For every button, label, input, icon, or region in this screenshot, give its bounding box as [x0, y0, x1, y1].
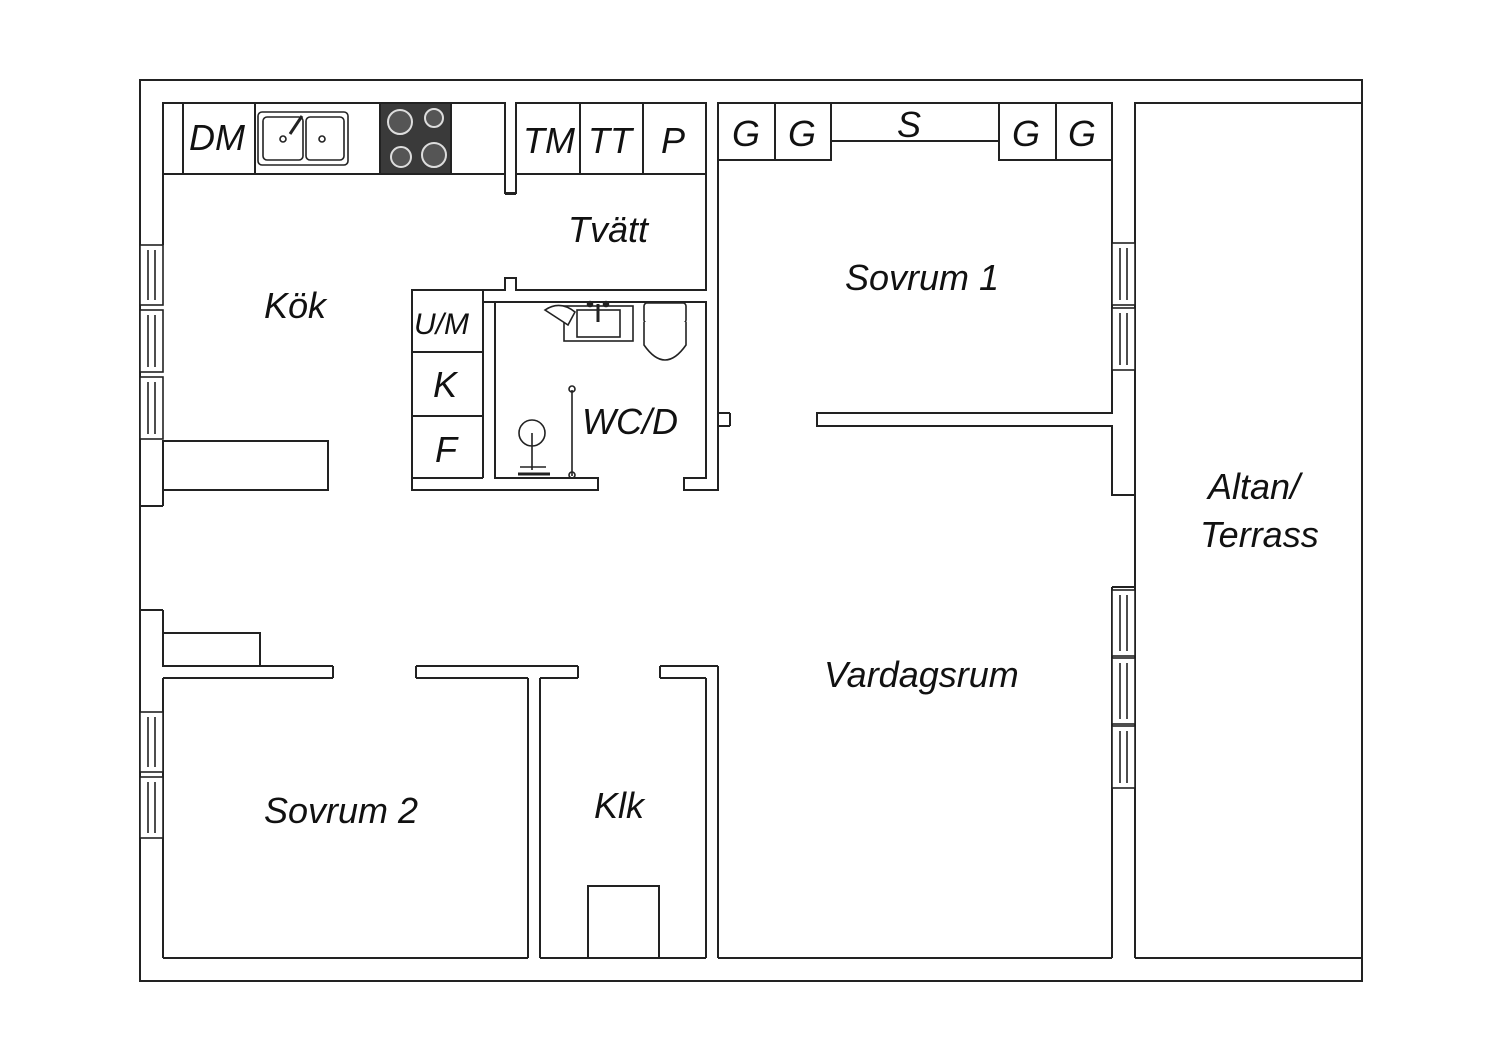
washbasin-icon	[543, 300, 634, 342]
fixture-label-g2: G	[788, 113, 816, 154]
room-label-altan: Altan/	[1206, 466, 1304, 507]
window-icon	[1111, 307, 1136, 371]
fixture-label-s: S	[897, 104, 921, 145]
fixture-label-um: U/M	[414, 308, 469, 341]
hob-icon	[379, 102, 452, 175]
room-label-sovrum2: Sovrum 2	[264, 790, 418, 831]
window-icon	[139, 376, 164, 440]
window-icon	[139, 776, 164, 839]
fixture-label-k: K	[433, 364, 459, 405]
window-icon	[139, 309, 164, 373]
room-label-kok: Kök	[264, 285, 328, 326]
window-icon	[139, 244, 164, 306]
fixture-label-g3: G	[1012, 113, 1040, 154]
fixture-label-tt: TT	[588, 120, 635, 161]
toilet-icon	[643, 302, 687, 361]
wardrobes	[717, 102, 1113, 161]
fixture-label-tm: TM	[523, 120, 575, 161]
sink-icon	[257, 111, 349, 166]
shower-icon	[518, 385, 576, 479]
fixture-label-p: P	[661, 120, 685, 161]
window-icon	[1111, 589, 1136, 657]
room-label-sovrum1: Sovrum 1	[845, 257, 999, 298]
window-icon	[1111, 725, 1136, 789]
fixture-label-f: F	[435, 429, 459, 470]
laundry-appliances	[579, 103, 644, 174]
window-icon	[1111, 657, 1136, 725]
fixture-label-dm: DM	[189, 117, 245, 158]
fixture-label-g1: G	[732, 113, 760, 154]
window-icon	[139, 711, 164, 773]
fixture-label-g4: G	[1068, 113, 1096, 154]
room-label-tvatt: Tvätt	[568, 209, 650, 250]
room-label-wcd: WC/D	[582, 401, 678, 442]
room-label-vardagsrum: Vardagsrum	[824, 654, 1019, 695]
room-label-klk: Klk	[594, 785, 646, 826]
klk-box	[587, 885, 660, 959]
windows	[139, 242, 1136, 839]
kitchen-bench	[162, 440, 329, 667]
kitchen-cabinets	[412, 351, 483, 417]
room-label-terrass: Terrass	[1200, 514, 1319, 555]
window-icon	[1111, 242, 1136, 306]
outer-wall	[139, 79, 1363, 982]
